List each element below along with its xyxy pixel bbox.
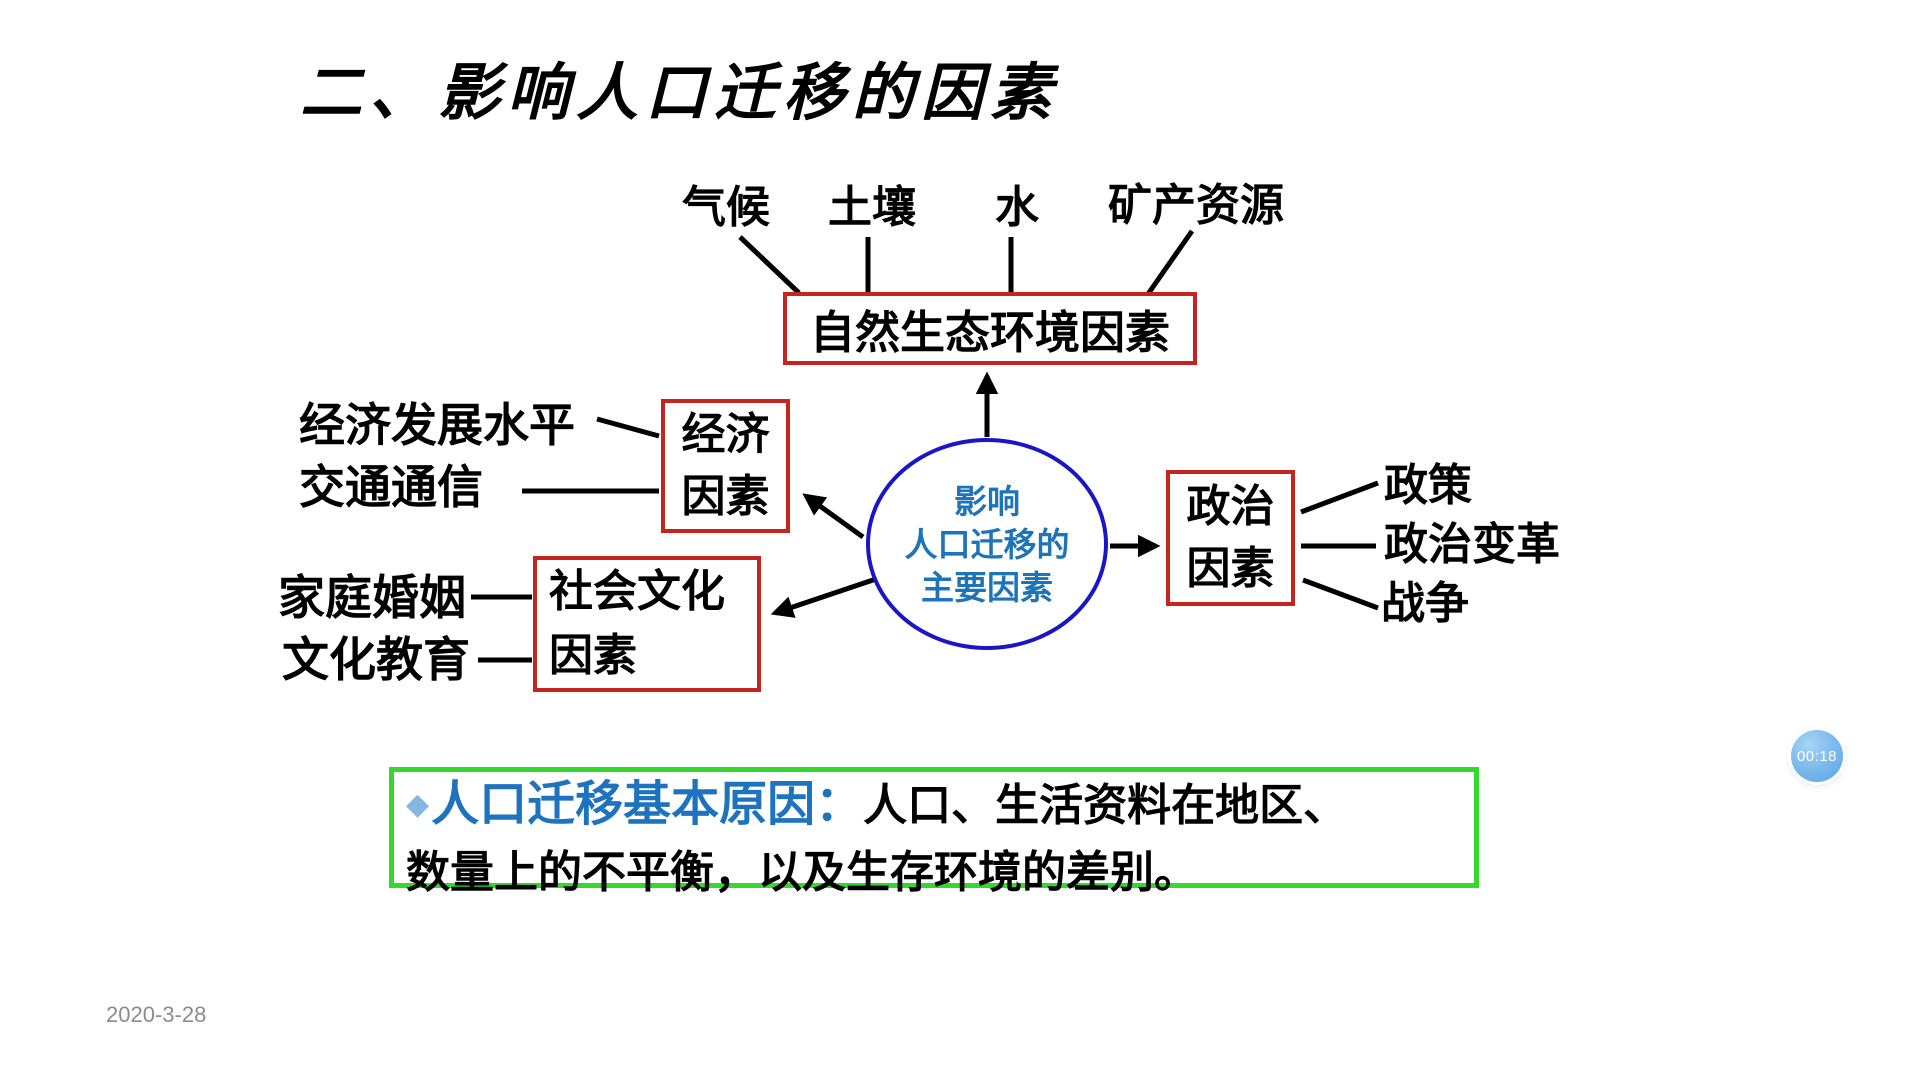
key-point-line1: ◆人口迁移基本原因：人口、生活资料在地区、 [406, 776, 1464, 844]
economic-factors-box-line2: 因素 [681, 472, 770, 521]
label-culture-education: 文化教育 [282, 633, 470, 686]
natural-factors-box: 自然生态环境因素 [783, 292, 1197, 365]
center-ellipse-line2: 人口迁移的 [904, 525, 1070, 563]
key-point-line2: 数量上的不平衡，以及生存环境的差别。 [406, 844, 1464, 911]
line-economy-level-to-economic-box [596, 416, 660, 439]
label-war: 战争 [1381, 579, 1469, 628]
slide-title: 二、影响人口迁移的因素 [300, 60, 1060, 128]
key-point-body-line1: 人口、生活资料在地区、 [863, 781, 1348, 830]
center-ellipse-line3: 主要因素 [921, 568, 1053, 606]
label-minerals: 矿产资源 [1108, 181, 1284, 230]
economic-factors-box: 经济 因素 [661, 399, 790, 533]
label-economic-level: 经济发展水平 [299, 399, 575, 451]
political-factors-box-line1: 政治 [1186, 482, 1275, 531]
recording-timer-badge[interactable]: 00:18 [1791, 730, 1843, 782]
arrow-center-to-economic-box [802, 493, 865, 540]
label-political-reform: 政治变革 [1384, 520, 1560, 569]
label-soil: 土壤 [828, 183, 916, 232]
label-transport-communication: 交通通信 [299, 461, 483, 513]
recording-timer-value: 00:18 [1796, 747, 1838, 765]
natural-factors-box-label: 自然生态环境因素 [809, 307, 1170, 358]
line-political-box-to-policy [1300, 480, 1379, 515]
diamond-bullet-icon: ◆ [406, 788, 430, 821]
label-policy: 政策 [1384, 461, 1472, 510]
center-ellipse-line1: 影响 [954, 482, 1020, 520]
slide-date: 2020-3-28 [106, 1002, 207, 1027]
key-point-body-line2: 数量上的不平衡，以及生存环境的差别。 [406, 848, 1198, 897]
key-point-heading: 人口迁移基本原因： [431, 778, 864, 831]
label-climate: 气候 [682, 183, 770, 232]
label-water: 水 [995, 183, 1039, 232]
social-cultural-box-line1: 社会文化 [549, 567, 725, 616]
social-cultural-factors-box: 社会文化 因素 [533, 556, 761, 692]
line-minerals-to-natural-box [1145, 229, 1195, 296]
political-factors-box: 政治 因素 [1166, 470, 1295, 606]
key-point-box: ◆人口迁移基本原因：人口、生活资料在地区、 数量上的不平衡，以及生存环境的差别。 [389, 767, 1479, 897]
arrow-center-to-social-box [770, 576, 877, 618]
political-factors-box-line2: 因素 [1186, 544, 1275, 593]
label-family-marriage: 家庭婚姻 [278, 571, 466, 624]
line-political-box-to-war [1302, 577, 1379, 611]
line-climate-to-natural-box [738, 235, 801, 295]
economic-factors-box-line1: 经济 [681, 410, 770, 459]
center-ellipse: 影响 人口迁移的 主要因素 [866, 438, 1108, 650]
social-cultural-box-line2: 因素 [549, 631, 637, 680]
